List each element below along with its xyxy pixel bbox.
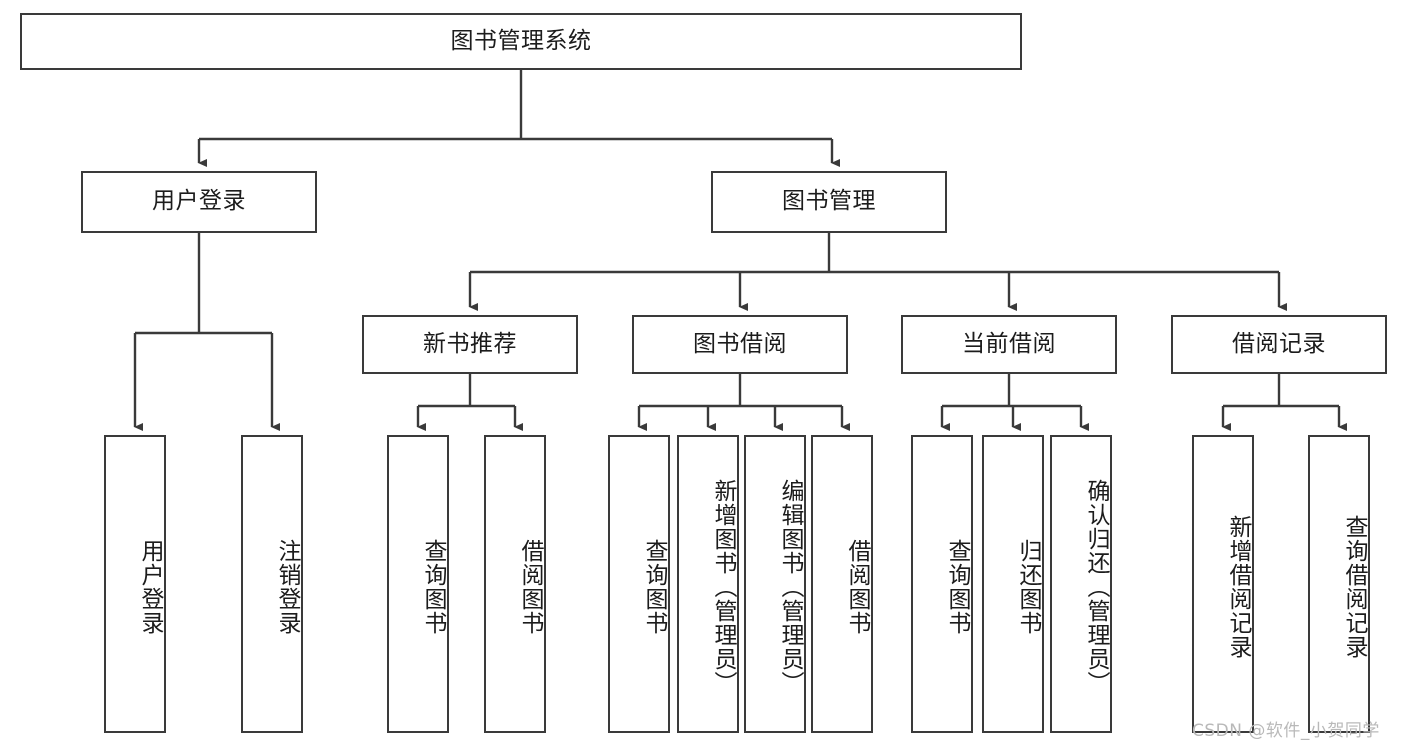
node-leaf-add-book[interactable]: 新增图书（管理员） <box>677 435 739 733</box>
node-book-borrow-label: 图书借阅 <box>693 330 787 357</box>
node-leaf-query-record-label: 查询借阅记录 <box>1341 515 1367 659</box>
node-borrow-record-label: 借阅记录 <box>1232 330 1326 357</box>
node-leaf-add-record-label: 新增借阅记录 <box>1225 515 1251 659</box>
edge-bookborrow-to-leaves <box>637 374 850 431</box>
node-leaf-edit-book-label: 编辑图书（管理员） <box>777 479 803 695</box>
node-leaf-confirm-return-label: 确认归还（管理员） <box>1083 479 1109 695</box>
node-leaf-query-book-c-label: 查询图书 <box>944 539 970 635</box>
node-new-book-rec[interactable]: 新书推荐 <box>362 315 578 374</box>
node-leaf-confirm-return[interactable]: 确认归还（管理员） <box>1050 435 1112 733</box>
edge-borrowrecord-to-leaves <box>1221 374 1347 431</box>
edge-userlogin-to-leaves <box>133 233 280 431</box>
node-leaf-query-record[interactable]: 查询借阅记录 <box>1308 435 1370 733</box>
node-leaf-borrow-book-rec-label: 借阅图书 <box>517 539 543 635</box>
node-borrow-record[interactable]: 借阅记录 <box>1171 315 1387 374</box>
node-user-login[interactable]: 用户登录 <box>81 171 317 233</box>
node-leaf-edit-book[interactable]: 编辑图书（管理员） <box>744 435 806 733</box>
node-leaf-return-book[interactable]: 归还图书 <box>982 435 1044 733</box>
node-leaf-logout[interactable]: 注销登录 <box>241 435 303 733</box>
node-leaf-user-login[interactable]: 用户登录 <box>104 435 166 733</box>
node-leaf-borrow-book-b-label: 借阅图书 <box>844 539 870 635</box>
node-leaf-add-book-label: 新增图书（管理员） <box>710 479 736 695</box>
node-user-login-label: 用户登录 <box>152 188 246 215</box>
node-root[interactable]: 图书管理系统 <box>20 13 1022 70</box>
edge-currentborrow-to-leaves <box>940 374 1089 431</box>
edge-newbookrec-to-leaves <box>416 374 523 431</box>
node-leaf-logout-label: 注销登录 <box>274 539 300 635</box>
node-leaf-add-record[interactable]: 新增借阅记录 <box>1192 435 1254 733</box>
node-leaf-borrow-book-b[interactable]: 借阅图书 <box>811 435 873 733</box>
node-book-manage-label: 图书管理 <box>782 188 876 215</box>
node-leaf-borrow-book-rec[interactable]: 借阅图书 <box>484 435 546 733</box>
node-leaf-query-book-rec[interactable]: 查询图书 <box>387 435 449 733</box>
csdn-watermark: CSDN @软件_小贺同学 <box>1192 721 1380 741</box>
node-leaf-query-book-b[interactable]: 查询图书 <box>608 435 670 733</box>
node-leaf-query-book-c[interactable]: 查询图书 <box>911 435 973 733</box>
node-current-borrow-label: 当前借阅 <box>962 330 1056 357</box>
edge-booksmanage-to-level3 <box>468 233 1287 311</box>
node-leaf-return-book-label: 归还图书 <box>1015 539 1041 635</box>
node-leaf-query-book-b-label: 查询图书 <box>641 539 667 635</box>
node-leaf-user-login-label: 用户登录 <box>137 539 163 635</box>
node-current-borrow[interactable]: 当前借阅 <box>901 315 1117 374</box>
node-new-book-rec-label: 新书推荐 <box>423 330 517 357</box>
node-book-borrow[interactable]: 图书借阅 <box>632 315 848 374</box>
node-book-manage[interactable]: 图书管理 <box>711 171 947 233</box>
node-root-label: 图书管理系统 <box>450 27 592 54</box>
edge-root-to-level2 <box>197 70 840 167</box>
node-leaf-query-book-rec-label: 查询图书 <box>420 539 446 635</box>
